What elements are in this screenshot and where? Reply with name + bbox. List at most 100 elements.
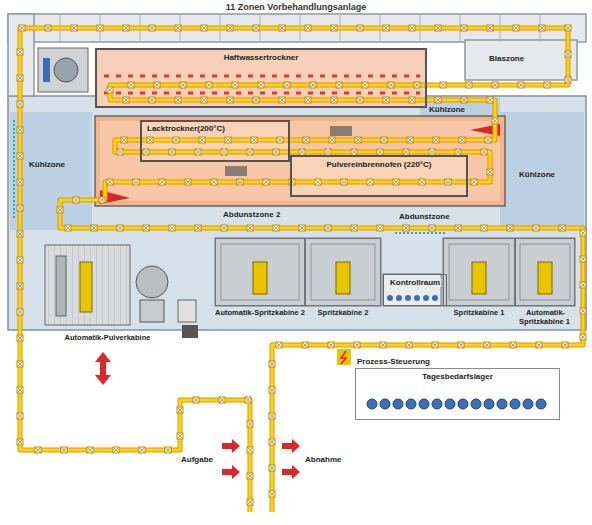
conveyor-track: [381, 137, 387, 143]
conveyor-track: [195, 149, 201, 155]
conveyor-track: [518, 82, 524, 88]
conveyor-track: [169, 225, 175, 231]
conveyor-track: [536, 342, 542, 348]
conveyor-track: [57, 207, 63, 213]
conveyor-track: [128, 82, 134, 88]
conveyor-track: [536, 342, 542, 348]
conveyor-track: [149, 25, 155, 31]
conveyor-track: [139, 447, 145, 453]
conveyor-track: [357, 97, 363, 103]
conveyor-track: [329, 137, 335, 143]
conveyor-track: [211, 179, 217, 185]
conveyor-track: [461, 25, 467, 31]
conveyor-track: [362, 82, 368, 88]
oven-body: [290, 155, 468, 197]
conveyor-track: [409, 97, 415, 103]
conveyor-track: [562, 342, 568, 348]
paint-container: [432, 399, 442, 409]
conveyor-track: [513, 25, 519, 31]
conveyor-track: [403, 225, 409, 231]
conveyor-track: [455, 225, 461, 231]
control-desk: [396, 295, 402, 301]
conveyor-track: [380, 342, 386, 348]
conveyor-track: [143, 225, 149, 231]
conveyor-track: [201, 25, 207, 31]
conveyor-track: [383, 97, 389, 103]
conveyor-track: [485, 137, 491, 143]
conveyor-track: [459, 137, 465, 143]
conveyor-track: [17, 205, 23, 211]
conveyor-track: [310, 82, 316, 88]
conveyor-track: [185, 179, 191, 185]
conveyor-track: [17, 413, 23, 419]
conveyor-track: [253, 25, 259, 31]
conveyor-track: [565, 25, 571, 31]
conveyor-track: [128, 82, 134, 88]
control-desk: [387, 295, 393, 301]
conveyor-track: [107, 179, 113, 185]
spray-robot: [253, 262, 552, 294]
spray-robot: [538, 262, 552, 294]
box-label: Lacktrockner(200°C): [146, 124, 226, 133]
control-desk: [405, 295, 411, 301]
conveyor-track: [123, 25, 129, 31]
lightning-icon: [337, 349, 351, 365]
conveyor-track: [481, 149, 487, 155]
conveyor-track: [559, 225, 565, 231]
conveyor-track: [169, 225, 175, 231]
conveyor-track: [445, 179, 451, 185]
conveyor-track: [87, 447, 93, 453]
conveyor-track: [128, 82, 134, 88]
conveyor-track: [177, 407, 183, 413]
conveyor-track: [481, 149, 487, 155]
conveyor-track: [45, 25, 51, 31]
conveyor-track: [331, 97, 337, 103]
storage-box-body: [355, 368, 560, 420]
conveyor-track: [17, 153, 23, 159]
conveyor-track: [284, 82, 290, 88]
conveyor-track: [113, 447, 119, 453]
conveyor-track: [17, 179, 23, 185]
conveyor-track: [175, 25, 181, 31]
conveyor-track: [507, 225, 513, 231]
conveyor-track: [97, 25, 103, 31]
conveyor-track: [263, 179, 269, 185]
conveyor-track: [544, 82, 550, 88]
conveyor-track: [487, 25, 493, 31]
conveyor-track: [17, 309, 23, 315]
powder-booth-machine: [45, 245, 198, 338]
conveyor-track: [580, 308, 586, 314]
conveyor-track: [17, 283, 23, 289]
conveyor-track: [180, 82, 186, 88]
box-label: Pulvereinbrennofen (220°C): [326, 160, 433, 169]
conveyor-track: [121, 137, 127, 143]
conveyor-track: [269, 465, 275, 471]
conveyor-track: [492, 118, 498, 124]
conveyor-track: [459, 137, 465, 143]
conveyor-track: [225, 137, 231, 143]
conveyor-track: [65, 225, 71, 231]
paint-container: [445, 399, 455, 409]
conveyor-track: [193, 397, 199, 403]
conveyor-track: [247, 473, 253, 479]
conveyor-track: [227, 97, 233, 103]
conveyor-track: [492, 82, 498, 88]
conveyor-track: [580, 256, 586, 262]
conveyor-track: [143, 225, 149, 231]
oven-body: [100, 121, 500, 201]
conveyor-track: [269, 413, 275, 419]
conveyor-track: [17, 49, 23, 55]
conveyor-track: [253, 97, 259, 103]
conveyor-track: [393, 179, 399, 185]
conveyor-track: [123, 97, 129, 103]
conveyor-track: [195, 225, 201, 231]
conveyor-track: [355, 137, 361, 143]
washer-machine: [38, 48, 88, 92]
conveyor-track: [269, 491, 275, 497]
conveyor-track: [284, 82, 290, 88]
conveyor-track: [380, 342, 386, 348]
conveyor-track: [466, 82, 472, 88]
area-heading: Spritzkabine 2: [317, 308, 370, 317]
conveyor-track: [487, 97, 493, 103]
